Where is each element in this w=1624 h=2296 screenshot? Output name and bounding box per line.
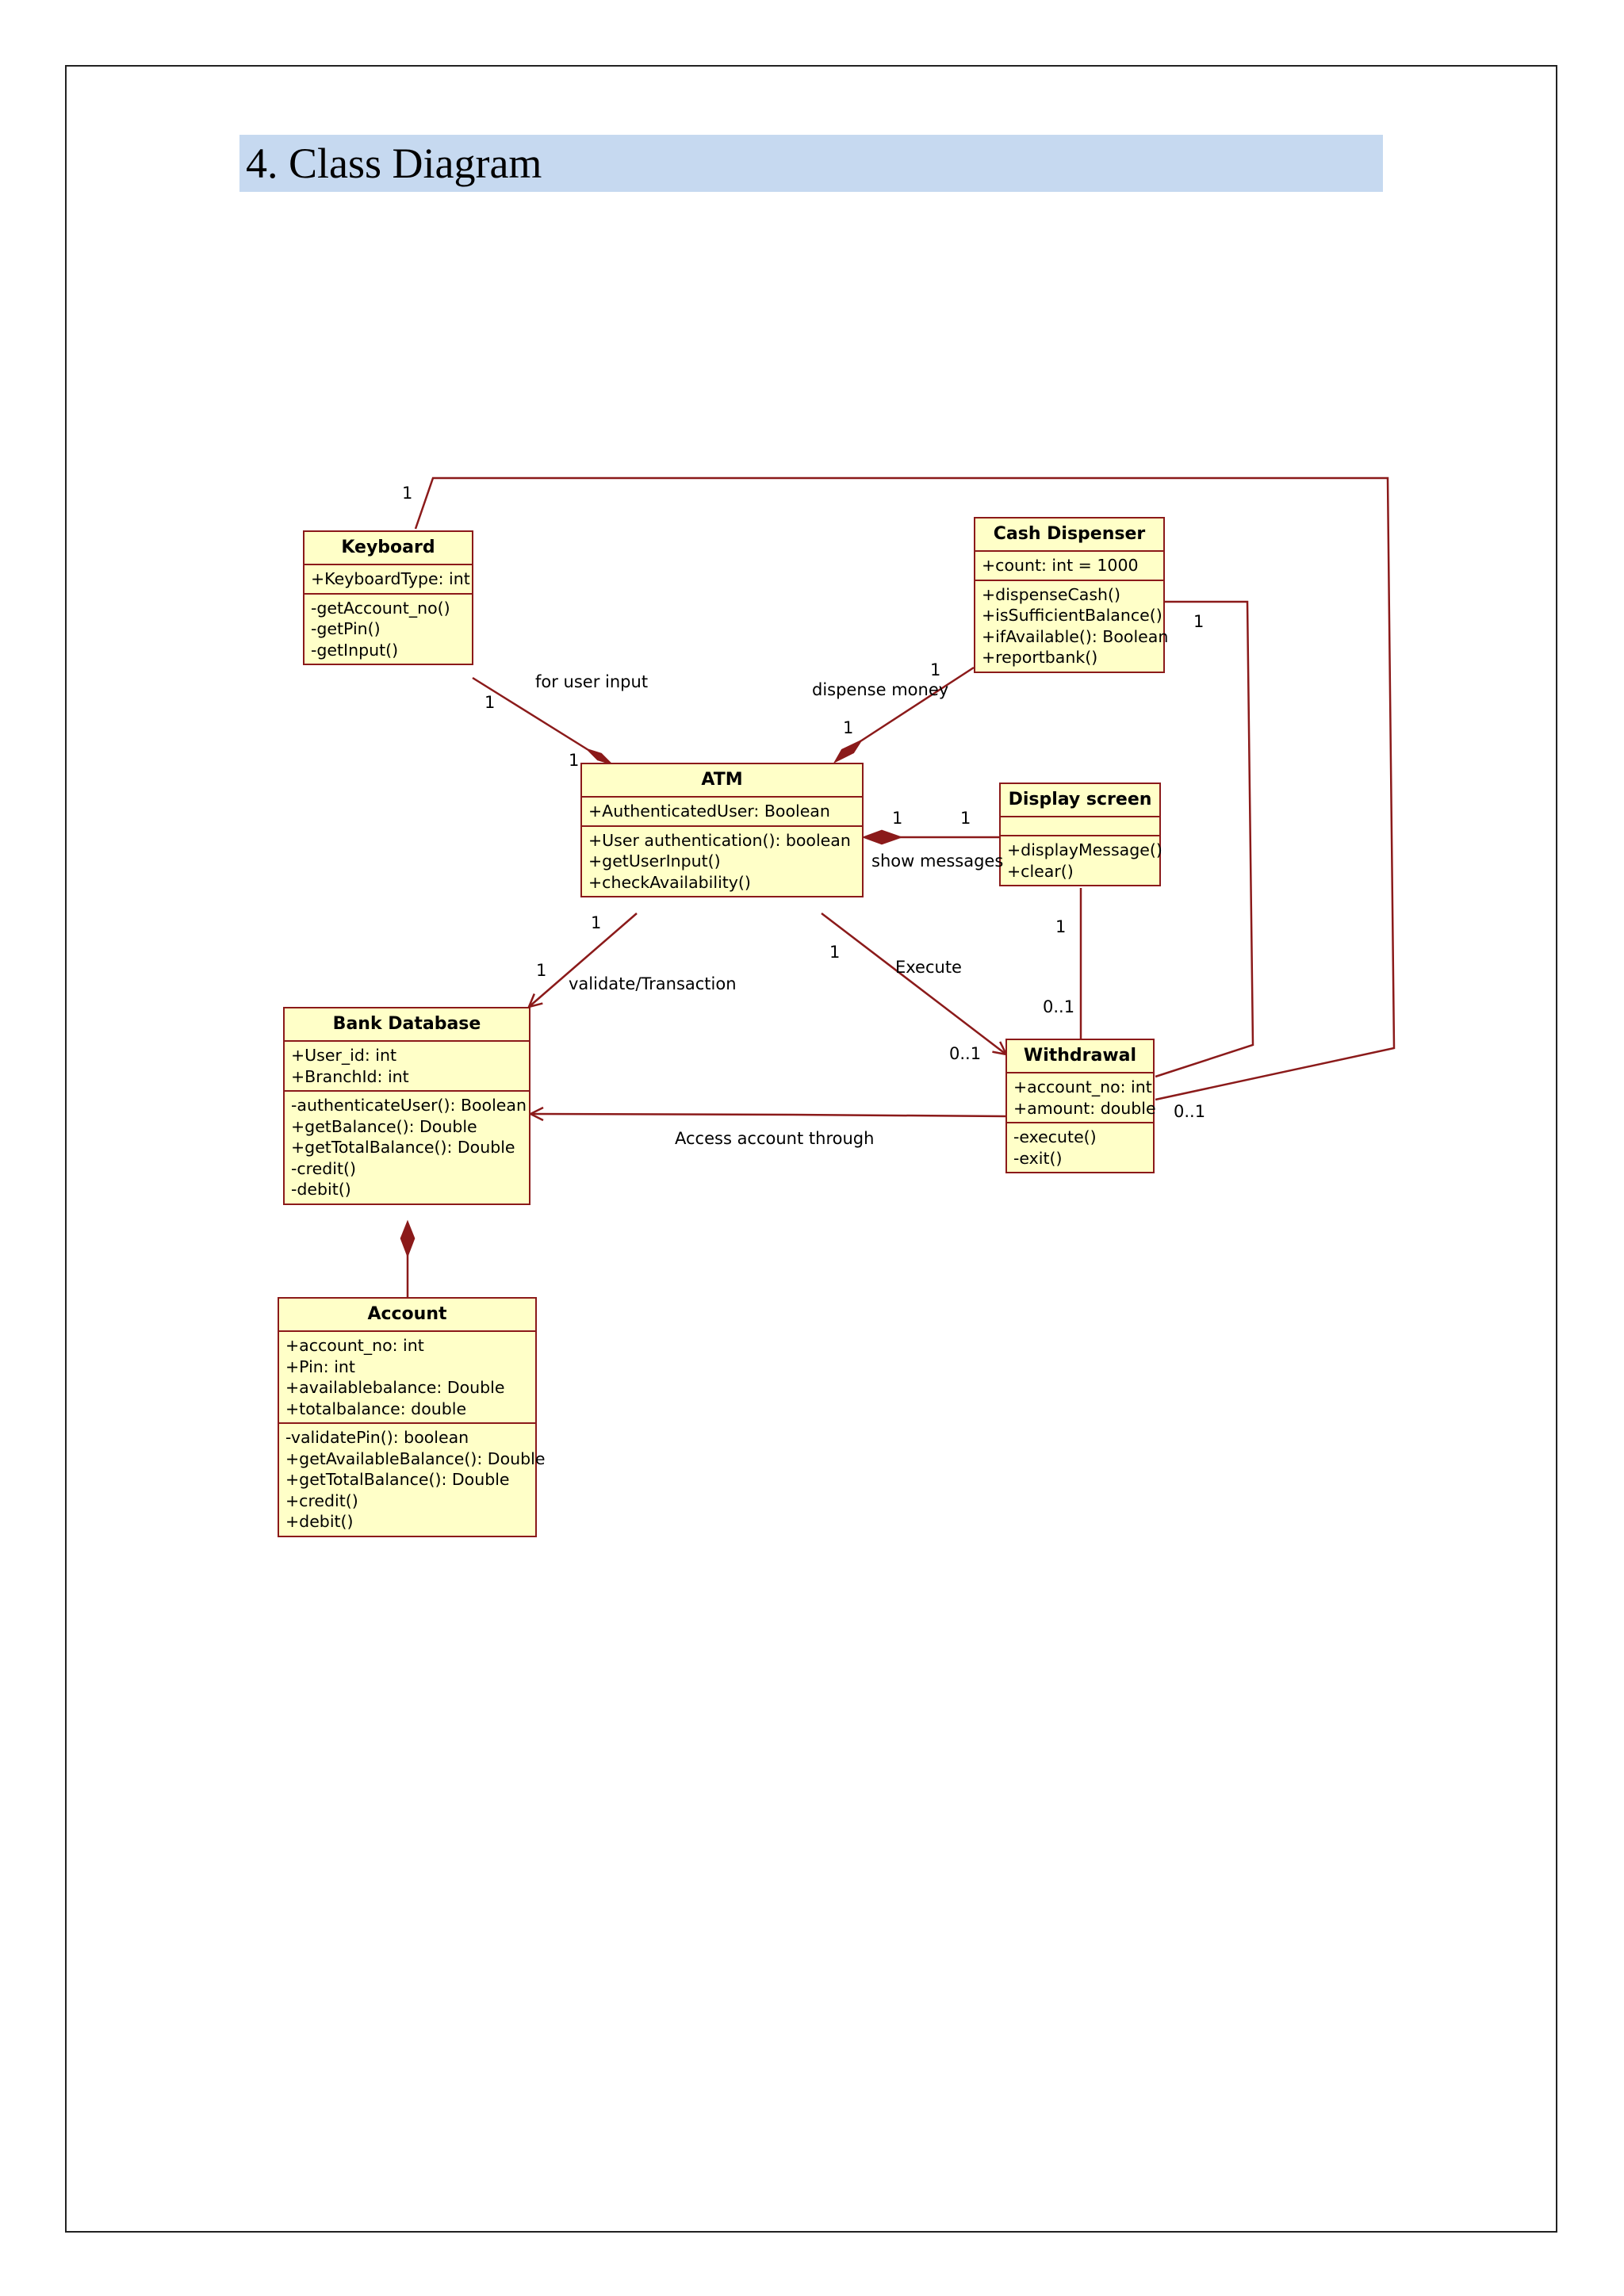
method: -authenticateUser(): Boolean xyxy=(291,1096,527,1115)
line-atm-withdrawal xyxy=(821,913,1006,1054)
line-keyboard-withdrawal xyxy=(414,476,1396,1101)
method: +getTotalBalance(): Double xyxy=(285,1470,510,1489)
composition-diamond-dispenser xyxy=(833,738,864,763)
method: +displayMessage() xyxy=(1007,840,1162,859)
methods-section: -validatePin(): boolean +getAvailableBal… xyxy=(279,1424,546,1536)
mult-atm-withdrawal-target: 0..1 xyxy=(949,1044,982,1063)
attribute: +availablebalance: Double xyxy=(285,1378,505,1397)
method: +reportbank() xyxy=(982,648,1098,667)
class-name: ATM xyxy=(582,764,862,798)
mult-keyboard-atm-source: 1 xyxy=(485,693,496,712)
method: +clear() xyxy=(1007,861,1074,881)
attribute: +account_no: int xyxy=(1013,1077,1152,1096)
mult-dispenser-atm-source: 1 xyxy=(930,660,941,679)
class-bank-database: Bank Database +User_id: int +BranchId: i… xyxy=(283,1007,530,1205)
method: +getTotalBalance(): Double xyxy=(291,1138,515,1157)
class-name: Account xyxy=(279,1299,535,1332)
attributes-section: +KeyboardType: int xyxy=(304,565,472,595)
composition-diamond-keyboard xyxy=(588,748,611,765)
label-show-messages: show messages xyxy=(871,851,1004,871)
method: -credit() xyxy=(291,1158,356,1178)
class-account: Account +account_no: int +Pin: int +avai… xyxy=(278,1297,546,1537)
line-keyboard-atm xyxy=(472,676,589,752)
mult-display-withdrawal-target: 0..1 xyxy=(1043,997,1075,1016)
attributes-section: +AuthenticatedUser: Boolean xyxy=(582,798,862,827)
attribute: +BranchId: int xyxy=(291,1066,409,1086)
methods-section: -getAccount_no() -getPin() -getInput() xyxy=(304,595,472,664)
composition-diamond-display xyxy=(861,829,903,845)
class-name: Keyboard xyxy=(304,532,472,565)
attribute: +amount: double xyxy=(1013,1098,1156,1118)
methods-section: -execute() -exit() xyxy=(1007,1123,1153,1172)
mult-keyboard-atm-target: 1 xyxy=(569,751,580,770)
methods-section: +displayMessage() +clear() xyxy=(1001,836,1162,885)
methods-section: +User authentication(): boolean +getUser… xyxy=(582,827,862,897)
method: -debit() xyxy=(291,1180,351,1199)
class-display-screen: Display screen +displayMessage() +clear(… xyxy=(999,783,1162,886)
method: -exit() xyxy=(1013,1148,1063,1168)
class-keyboard: Keyboard +KeyboardType: int -getAccount_… xyxy=(303,530,473,665)
mult-atm-bank-target: 1 xyxy=(536,961,547,980)
label-access-account: Access account through xyxy=(675,1129,875,1148)
method: -getInput() xyxy=(311,640,399,660)
label-for-user-input: for user input xyxy=(535,672,649,691)
mult-atm-bank-source: 1 xyxy=(591,913,602,932)
method: +isSufficientBalance() xyxy=(982,606,1162,625)
attribute: +account_no: int xyxy=(285,1336,424,1355)
method: +getUserInput() xyxy=(588,851,721,871)
label-execute: Execute xyxy=(895,958,962,977)
class-name: Withdrawal xyxy=(1007,1040,1153,1073)
method: +User authentication(): boolean xyxy=(588,830,851,850)
mult-atm-withdrawal-source: 1 xyxy=(829,943,841,962)
attribute: +Pin: int xyxy=(285,1357,355,1376)
method: +dispenseCash() xyxy=(982,584,1121,604)
attributes-section xyxy=(1001,817,1159,836)
attributes-section: +User_id: int +BranchId: int xyxy=(285,1042,529,1092)
attribute: +User_id: int xyxy=(291,1046,397,1065)
line-dispenser-withdrawal xyxy=(1155,600,1254,1078)
class-name: Cash Dispenser xyxy=(975,519,1163,552)
line-withdrawal-bank xyxy=(530,1114,1008,1116)
attribute: +AuthenticatedUser: Boolean xyxy=(588,802,830,821)
method: -execute() xyxy=(1013,1127,1097,1146)
method: +getAvailableBalance(): Double xyxy=(285,1448,546,1468)
mult-display-atm-source: 1 xyxy=(960,809,971,828)
section-title: 4. Class Diagram xyxy=(246,140,542,187)
method: +checkAvailability() xyxy=(588,872,751,892)
mult-keyboard-withdrawal-source: 1 xyxy=(402,484,413,503)
line-atm-bank xyxy=(529,913,638,1007)
label-validate-transaction: validate/Transaction xyxy=(569,974,737,993)
mult-dispenser-withdrawal-source: 1 xyxy=(1193,612,1205,631)
mult-display-atm-target: 1 xyxy=(892,809,903,828)
method: +debit() xyxy=(285,1512,354,1531)
attributes-section: +account_no: int +amount: double xyxy=(1007,1073,1156,1123)
attributes-section: +count: int = 1000 xyxy=(975,552,1163,581)
method: -getPin() xyxy=(311,619,381,638)
method: +ifAvailable(): Boolean xyxy=(982,626,1169,646)
class-withdrawal: Withdrawal +account_no: int +amount: dou… xyxy=(1005,1039,1156,1173)
attributes-section: +account_no: int +Pin: int +availablebal… xyxy=(279,1332,535,1424)
method: -validatePin(): boolean xyxy=(285,1428,469,1447)
label-dispense-money: dispense money xyxy=(812,680,949,699)
methods-section: +dispenseCash() +isSufficientBalance() +… xyxy=(975,581,1169,672)
attribute: +totalbalance: double xyxy=(285,1399,467,1418)
composition-diamond-account xyxy=(400,1219,416,1258)
attribute: +count: int = 1000 xyxy=(982,556,1139,575)
page-border xyxy=(65,65,1557,2233)
method: +credit() xyxy=(285,1490,358,1510)
attribute: +KeyboardType: int xyxy=(311,569,470,588)
line-dispenser-atm xyxy=(860,666,975,743)
mult-keyboard-withdrawal-target: 0..1 xyxy=(1174,1102,1206,1121)
class-name: Bank Database xyxy=(285,1008,529,1042)
methods-section: -authenticateUser(): Boolean +getBalance… xyxy=(285,1092,529,1203)
class-name: Display screen xyxy=(1001,784,1159,817)
section-heading: 4. Class Diagram xyxy=(239,135,1383,192)
class-cash-dispenser: Cash Dispenser +count: int = 1000 +dispe… xyxy=(974,517,1169,673)
mult-display-withdrawal-source: 1 xyxy=(1055,917,1067,936)
method: -getAccount_no() xyxy=(311,598,450,618)
mult-dispenser-atm-target: 1 xyxy=(843,718,854,737)
class-atm: ATM +AuthenticatedUser: Boolean +User au… xyxy=(580,763,864,897)
method: +getBalance(): Double xyxy=(291,1116,477,1136)
